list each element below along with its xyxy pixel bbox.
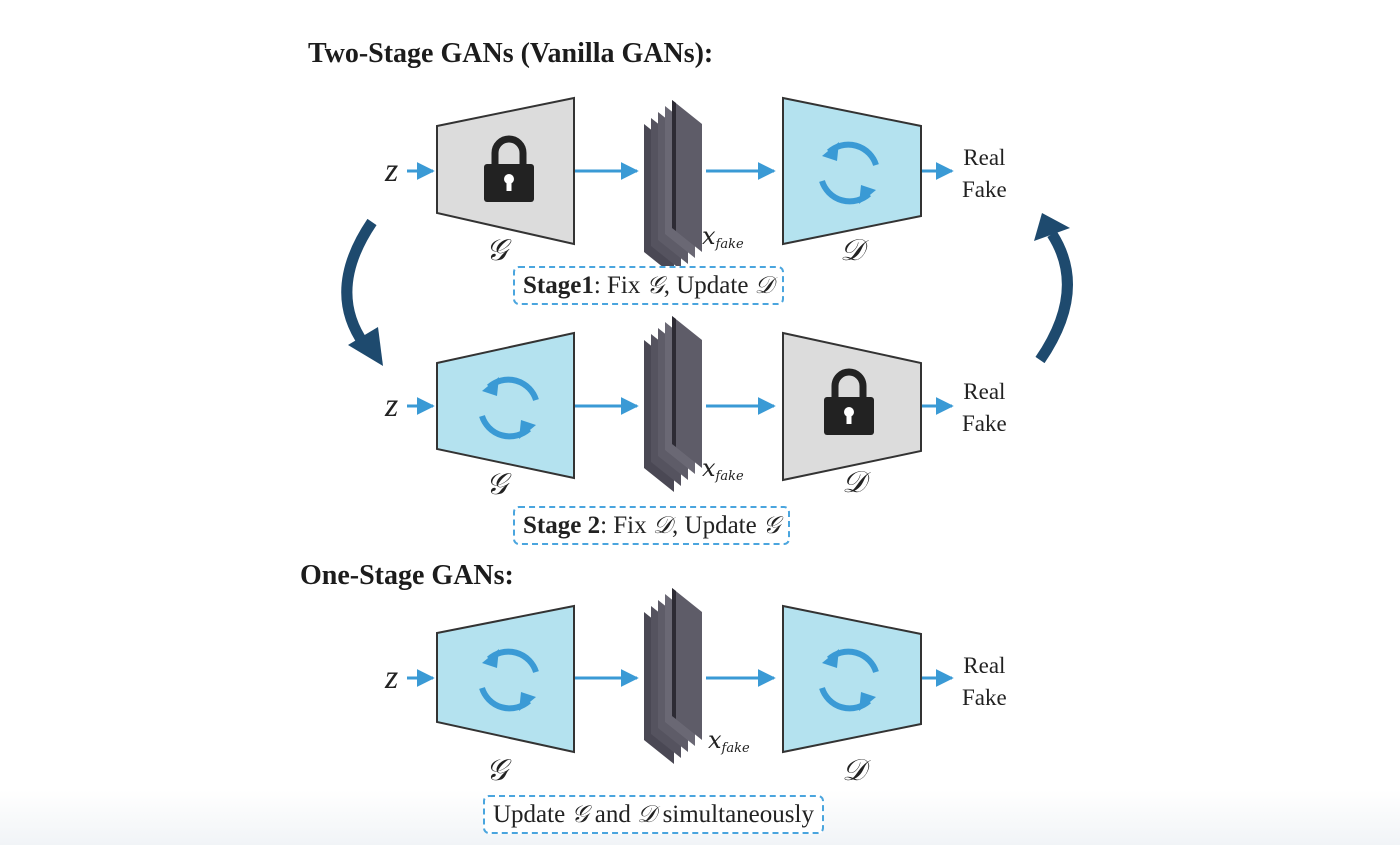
curved-arrow-icon-right — [1034, 213, 1073, 364]
two-stage-heading: Two-Stage GANs (Vanilla GANs): — [308, 38, 714, 69]
row-stage1 — [407, 96, 954, 276]
fake-sample-stack-icon — [644, 588, 702, 764]
one-stage-heading: One-Stage GANs: — [300, 560, 514, 591]
one-stage-caption: Update 𝒢 and 𝒟 simultaneously — [483, 795, 824, 834]
generator-label: 𝒢 — [486, 753, 508, 788]
discriminator-block-trainable — [782, 96, 922, 246]
x-fake-label: xfake — [708, 726, 750, 756]
z-label: z — [385, 387, 399, 424]
x-fake-label: xfake — [702, 222, 744, 252]
curved-arrow-icon-left — [341, 218, 383, 366]
fake-sample-stack-icon — [644, 100, 702, 276]
x-fake-label: xfake — [702, 454, 744, 484]
discriminator-label: 𝒟 — [842, 753, 866, 788]
generator-block-trainable — [436, 604, 575, 754]
row-one-stage — [407, 588, 954, 764]
row-stage2 — [407, 316, 954, 492]
fake-sample-stack-icon — [644, 316, 702, 492]
generator-label: 𝒢 — [486, 467, 508, 502]
generator-label: 𝒢 — [486, 233, 508, 268]
z-label: z — [385, 152, 399, 189]
discriminator-label: 𝒟 — [842, 465, 866, 500]
stage1-caption: Stage1: Fix 𝒢, Update 𝒟 — [513, 266, 784, 305]
stage2-caption: Stage 2: Fix 𝒟, Update 𝒢 — [513, 506, 791, 545]
z-label: z — [385, 659, 399, 696]
discriminator-label: 𝒟 — [840, 233, 864, 268]
generator-block-trainable — [436, 331, 575, 480]
discriminator-block-trainable — [782, 604, 922, 754]
